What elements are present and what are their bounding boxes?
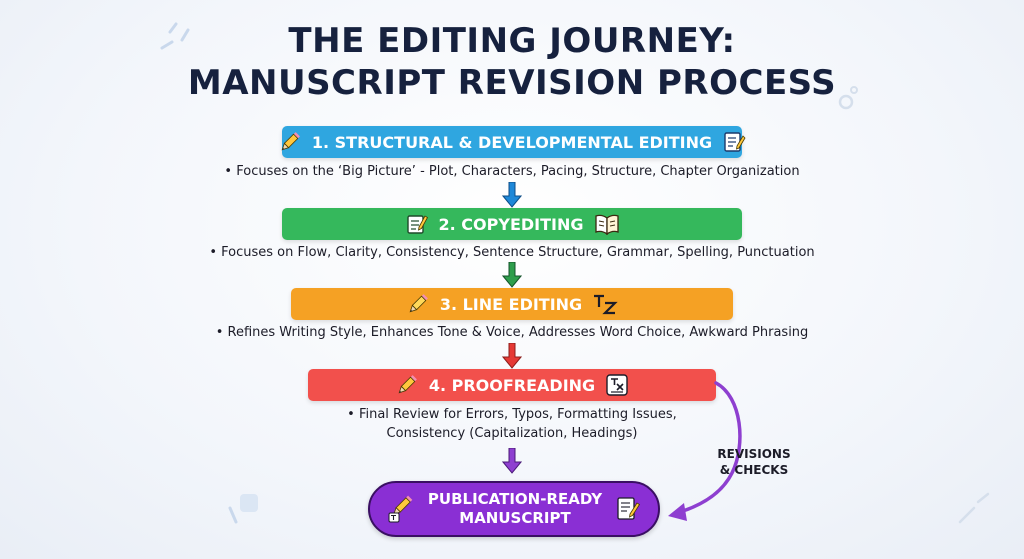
- text-style-icon: [592, 292, 618, 316]
- step-3-description: • Refines Writing Style, Enhances Tone &…: [0, 323, 1024, 342]
- final-label-line-2: MANUSCRIPT: [459, 509, 571, 527]
- background-decoration-top-right: [838, 86, 858, 110]
- step-3-label: 3. LINE EDITING: [439, 294, 583, 314]
- final-label: PUBLICATION-READY MANUSCRIPT: [428, 490, 602, 528]
- pencil-icon: [386, 494, 416, 524]
- background-decoration-top-left: [160, 22, 190, 50]
- step-1-label: 1. STRUCTURAL & DEVELOPMENTAL EDITING: [311, 132, 713, 152]
- step-1-description: • Focuses on the ‘Big Picture’ - Plot, C…: [0, 162, 1024, 181]
- step-4-description-line-1: • Final Review for Errors, Typos, Format…: [347, 407, 677, 422]
- arrow-down-icon: [502, 262, 522, 288]
- step-1-description-line-1: • Focuses on the ‘Big Picture’ - Plot, C…: [224, 164, 800, 179]
- step-proofreading: 4. PROOFREADING: [308, 369, 716, 401]
- step-2-description: • Focuses on Flow, Clarity, Consistency,…: [0, 243, 1024, 262]
- step-structural-editing: 1. STRUCTURAL & DEVELOPMENTAL EDITING: [281, 126, 746, 158]
- memo-icon: [405, 212, 429, 236]
- step-4-description-line-2: Consistency (Capitalization, Headings): [386, 426, 638, 441]
- revisions-checks-label: REVISIONS & CHECKS: [706, 446, 802, 478]
- document-pencil-icon: [614, 495, 642, 523]
- step-4-description: • Final Review for Errors, Typos, Format…: [0, 405, 1024, 443]
- step-4-label: 4. PROOFREADING: [428, 375, 596, 395]
- final-label-line-1: PUBLICATION-READY: [427, 490, 603, 508]
- step-line-editing: 3. LINE EDITING: [291, 288, 733, 320]
- background-decoration-bottom-right: [958, 492, 990, 524]
- pencil-icon: [406, 292, 430, 316]
- step-2-label: 2. COPYEDITING: [438, 214, 584, 234]
- background-decoration-bottom-left: [228, 494, 258, 524]
- arrow-down-icon: [502, 448, 522, 474]
- clear-format-icon: [605, 373, 629, 397]
- notepad-pencil-icon: [722, 130, 746, 154]
- pencil-icon: [278, 130, 302, 154]
- publication-ready-manuscript: PUBLICATION-READY MANUSCRIPT: [368, 481, 660, 537]
- pencil-icon: [395, 373, 419, 397]
- open-book-icon: [594, 213, 620, 236]
- revisions-checks-line-1: REVISIONS: [717, 447, 791, 461]
- title-line-1: THE EDITING JOURNEY:: [288, 21, 736, 61]
- revision-loop-arrow: [668, 381, 742, 521]
- step-3-description-line-1: • Refines Writing Style, Enhances Tone &…: [215, 325, 809, 340]
- arrow-down-icon: [502, 182, 522, 208]
- step-2-description-line-1: • Focuses on Flow, Clarity, Consistency,…: [209, 245, 815, 260]
- page-title: THE EDITING JOURNEY: MANUSCRIPT REVISION…: [0, 20, 1024, 104]
- step-copyediting: 2. COPYEDITING: [282, 208, 742, 240]
- title-line-2: MANUSCRIPT REVISION PROCESS: [187, 63, 837, 103]
- arrow-down-icon: [502, 343, 522, 369]
- revisions-checks-line-2: & CHECKS: [719, 463, 789, 477]
